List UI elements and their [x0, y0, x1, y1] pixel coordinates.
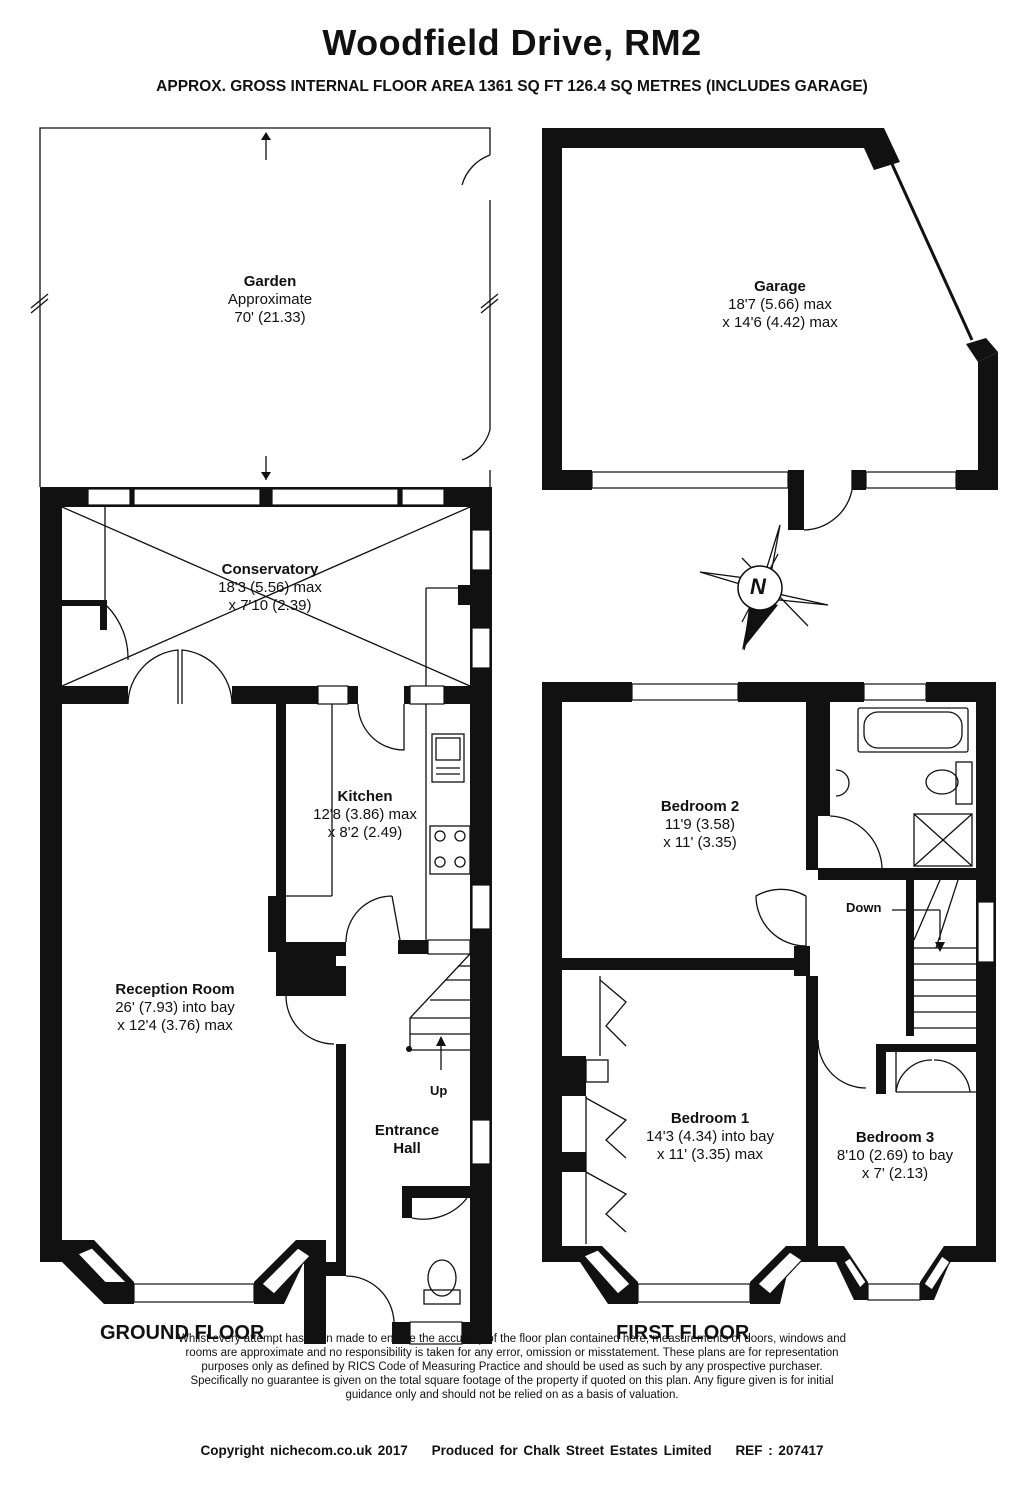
hall-line2: Hall — [393, 1140, 421, 1157]
hall-line1: Entrance — [374, 1122, 440, 1139]
garage-line1: 18'7 (5.66) max — [728, 296, 832, 313]
conservatory-name: Conservatory — [221, 561, 319, 578]
bedroom2-line2: x 11' (3.35) — [663, 834, 737, 851]
floor-area-subtitle: APPROX. GROSS INTERNAL FLOOR AREA 1361 S… — [156, 78, 868, 95]
disclaimer-line: guidance only and should not be relied o… — [345, 1389, 679, 1401]
bedroom3-line2: x 7' (2.13) — [861, 1165, 929, 1182]
reception-line2: x 12'4 (3.76) max — [117, 1017, 233, 1034]
kitchen-line2: x 8'2 (2.49) — [327, 824, 403, 841]
footer: Copyright nichecom.co.uk 2017 Produced f… — [0, 1443, 1024, 1458]
kitchen-name: Kitchen — [337, 788, 393, 805]
bedroom3-name: Bedroom 3 — [855, 1129, 935, 1146]
first-floor-walls — [542, 682, 996, 1304]
ground-floor-walls — [40, 487, 492, 1345]
bedroom2-line1: 11'9 (3.58) — [664, 816, 736, 833]
bedroom3-line1: 8'10 (2.69) to bay — [836, 1147, 954, 1164]
bedroom-3-label: Bedroom 3 8'10 (2.69) to bay x 7' (2.13) — [820, 1129, 970, 1183]
reception-line1: 26' (7.93) into bay — [115, 999, 235, 1016]
disclaimer-text: Whilst every attempt has been made to en… — [90, 1332, 934, 1402]
footer-ref: REF : 207417 — [735, 1443, 824, 1458]
footer-copyright: Copyright nichecom.co.uk 2017 — [200, 1443, 408, 1458]
garden-outline — [30, 127, 499, 487]
disclaimer-line: Whilst every attempt has been made to en… — [177, 1333, 846, 1345]
footer-produced: Produced for Chalk Street Estates Limite… — [431, 1443, 712, 1458]
garden-line2: 70' (21.33) — [234, 309, 306, 326]
compass-north-label: N — [750, 574, 766, 599]
disclaimer-line: Specifically no guarantee is given on th… — [190, 1375, 834, 1387]
stairs-up-label: Up — [430, 1083, 448, 1098]
disclaimer-line: purposes only as defined by RICS Code of… — [201, 1361, 823, 1373]
ground-floor-label: GROUND FLOOR — [100, 1322, 265, 1344]
disclaimer-line: rooms are approximate and no responsibil… — [185, 1347, 839, 1359]
first-floor-label: FIRST FLOOR — [616, 1322, 750, 1344]
bedroom2-name: Bedroom 2 — [660, 798, 740, 815]
bedroom1-name: Bedroom 1 — [670, 1110, 750, 1127]
conservatory-line2: x 7'10 (2.39) — [228, 597, 312, 614]
garage-walls — [542, 128, 998, 531]
conservatory-line1: 18'3 (5.56) max — [218, 579, 322, 596]
garden-name: Garden — [243, 273, 297, 290]
compass-icon — [699, 524, 829, 651]
plan-title: Woodfield Drive, RM2 — [322, 22, 702, 63]
garage-label: Garage 18'7 (5.66) max x 14'6 (4.42) max — [680, 278, 880, 332]
stairs-down-label: Down — [846, 900, 882, 915]
garden-label: Garden Approximate 70' (21.33) — [180, 273, 360, 327]
garden-line1: Approximate — [227, 291, 313, 308]
bedroom-2-label: Bedroom 2 11'9 (3.58) x 11' (3.35) — [600, 798, 800, 852]
bedroom1-line2: x 11' (3.35) max — [657, 1146, 763, 1163]
bedroom-1-label: Bedroom 1 14'3 (4.34) into bay x 11' (3.… — [610, 1110, 810, 1164]
kitchen-line1: 12'8 (3.86) max — [313, 806, 417, 823]
reception-name: Reception Room — [115, 981, 235, 998]
garage-line2: x 14'6 (4.42) max — [722, 314, 838, 331]
kitchen-label: Kitchen 12'8 (3.86) max x 8'2 (2.49) — [290, 788, 440, 842]
garage-name: Garage — [754, 278, 806, 295]
bedroom1-line1: 14'3 (4.34) into bay — [646, 1128, 774, 1145]
reception-room-label: Reception Room 26' (7.93) into bay x 12'… — [80, 981, 270, 1035]
conservatory-label: Conservatory 18'3 (5.56) max x 7'10 (2.3… — [180, 561, 360, 615]
entrance-hall-label: Entrance Hall — [352, 1122, 462, 1158]
